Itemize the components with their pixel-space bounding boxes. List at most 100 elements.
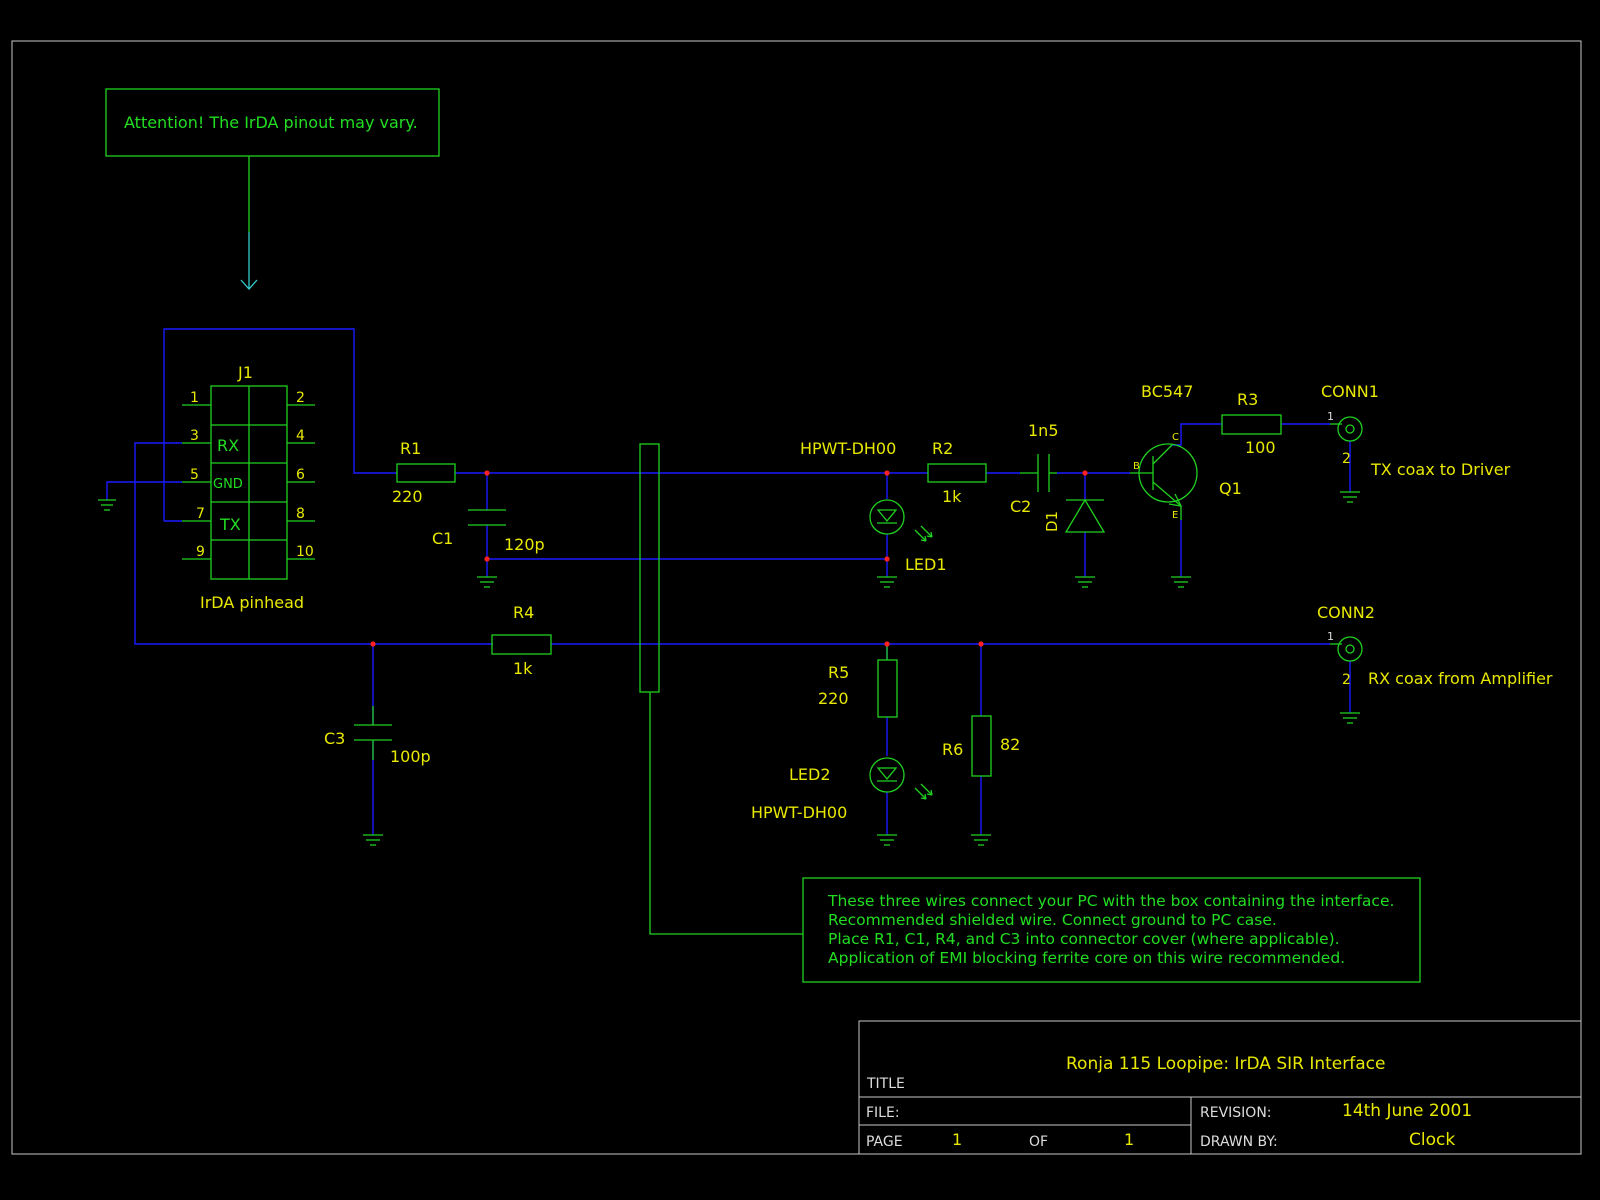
q1-part: BC547: [1141, 382, 1193, 401]
resistor-r6: R6 82: [942, 715, 1020, 777]
ground-icon: [363, 834, 383, 846]
conn2-ref: CONN2: [1317, 603, 1375, 622]
j1-caption: IrDA pinhead: [200, 593, 304, 612]
resistor-r1: R1 220: [392, 439, 456, 506]
led1: HPWT-DH00 LED1: [800, 439, 947, 574]
attention-note-box: [105, 88, 440, 157]
conn2-pin1: 1: [1327, 630, 1334, 643]
conn2-desc: RX coax from Amplifier: [1368, 669, 1553, 688]
led2-part: HPWT-DH00: [751, 803, 847, 822]
c3-ref: C3: [324, 729, 345, 748]
c3-value: 100p: [390, 747, 431, 766]
led1-part: HPWT-DH00: [800, 439, 896, 458]
ground-icon: [477, 576, 497, 588]
r6-ref: R6: [942, 740, 963, 759]
conn2-inner: [1345, 644, 1355, 654]
wiring-note-line: Application of EMI blocking ferrite core…: [828, 949, 1345, 967]
wire-gnd: [106, 481, 182, 500]
cable-note-leader: [649, 692, 803, 935]
r5-ref: R5: [828, 663, 849, 682]
conn1-outer: [1337, 416, 1363, 442]
j1-pin-label: 2: [296, 390, 305, 406]
attention-note-text: Attention! The IrDA pinout may vary.: [124, 113, 418, 132]
r4-body: [491, 634, 552, 655]
d1-ref: D1: [1043, 511, 1061, 532]
wiring-note-line: Place R1, C1, R4, and C3 into connector …: [828, 930, 1340, 948]
title-text: Ronja 115 Loopipe: IrDA SIR Interface: [1066, 1054, 1385, 1074]
r3-value: 100: [1245, 438, 1276, 457]
wire-rx-loop: [134, 442, 492, 645]
revision-label: REVISION:: [1200, 1105, 1272, 1121]
wiring-note-line: Recommended shielded wire. Connect groun…: [828, 911, 1277, 929]
resistor-r4: R4 1k: [491, 603, 552, 678]
junction-dot: [484, 470, 490, 476]
of-label: OF: [1029, 1134, 1048, 1150]
j1-pin-label: 4: [296, 428, 305, 444]
capacitor-c3: C3 100p: [324, 706, 431, 766]
resistor-r2: R2 1k: [927, 439, 987, 506]
drawn-by-value: Clock: [1409, 1130, 1455, 1150]
r4-ref: R4: [513, 603, 534, 622]
title-block: TITLE Ronja 115 Loopipe: IrDA SIR Interf…: [858, 1020, 1582, 1155]
r5-value: 220: [818, 689, 849, 708]
resistor-r3: R3 100: [1221, 390, 1282, 457]
resistor-r5: R5 220: [818, 644, 898, 718]
led2-ref: LED2: [789, 765, 831, 784]
ground-icon: [877, 834, 897, 846]
j1-signal-rx: RX: [217, 436, 239, 455]
led1-body: [869, 499, 905, 535]
r2-ref: R2: [932, 439, 953, 458]
conn1-ref: CONN1: [1321, 382, 1379, 401]
title-block-frame: [858, 1020, 1582, 1155]
cable-bundle-bar: [639, 443, 660, 693]
c2-ref: C2: [1010, 497, 1031, 516]
diode-d1: D1: [1043, 498, 1106, 533]
conn1-pin2: 2: [1342, 451, 1351, 467]
c1-value: 120p: [504, 535, 545, 554]
connector-j1: J1 1 3 5 7 9 2 4 6 8 10 RX GND TX IrDA p…: [182, 363, 315, 612]
attention-arrow-head: [240, 279, 258, 290]
ground-icon: [98, 499, 116, 511]
j1-signal-gnd: GND: [213, 477, 243, 492]
j1-pin-label: 8: [296, 506, 305, 522]
ground-icon: [877, 576, 897, 588]
r3-ref: R3: [1237, 390, 1258, 409]
j1-pin-label: 6: [296, 467, 305, 483]
j1-pin-label: 1: [190, 390, 199, 406]
junction-dot: [884, 470, 890, 476]
r1-body: [396, 463, 456, 483]
j1-pin-label: 7: [196, 506, 205, 522]
j1-pin-label: 5: [190, 467, 199, 483]
cable-bundle: [639, 443, 803, 935]
conn2-pin2: 2: [1342, 672, 1351, 688]
wiring-note-line: These three wires connect your PC with t…: [827, 892, 1394, 910]
ground-icon: [971, 834, 991, 846]
transistor-q1: BC547 Q1 B C E: [1130, 382, 1242, 521]
c1-ref: C1: [432, 529, 453, 548]
ground-icon: [1075, 576, 1095, 588]
c2-value: 1n5: [1028, 421, 1059, 440]
ground-symbols: [98, 491, 1360, 846]
led2-body: [869, 757, 905, 793]
q1-ref: Q1: [1219, 479, 1242, 498]
wire-tx-loop: [163, 328, 396, 521]
conn1-pin1: 1: [1327, 410, 1334, 423]
r3-body: [1221, 414, 1282, 435]
junctions: [370, 470, 1088, 647]
led2: LED2 HPWT-DH00: [751, 757, 933, 822]
r6-value: 82: [1000, 735, 1020, 754]
conn2-outer: [1337, 636, 1363, 662]
of-value: 1: [1124, 1130, 1134, 1149]
capacitor-c2: 1n5 C2: [1010, 421, 1059, 516]
junction-dot: [484, 556, 490, 562]
j1-pin-label: 10: [296, 544, 314, 560]
q1-pin-c: C: [1172, 432, 1179, 443]
sheet-border: [11, 40, 1582, 1155]
coax-conn2: CONN2 1 2 RX coax from Amplifier: [1317, 603, 1553, 688]
j1-pin-label: 9: [196, 544, 205, 560]
r1-ref: R1: [400, 439, 421, 458]
r6-body: [971, 715, 992, 777]
r2-value: 1k: [942, 487, 962, 506]
led1-ref: LED1: [905, 555, 947, 574]
